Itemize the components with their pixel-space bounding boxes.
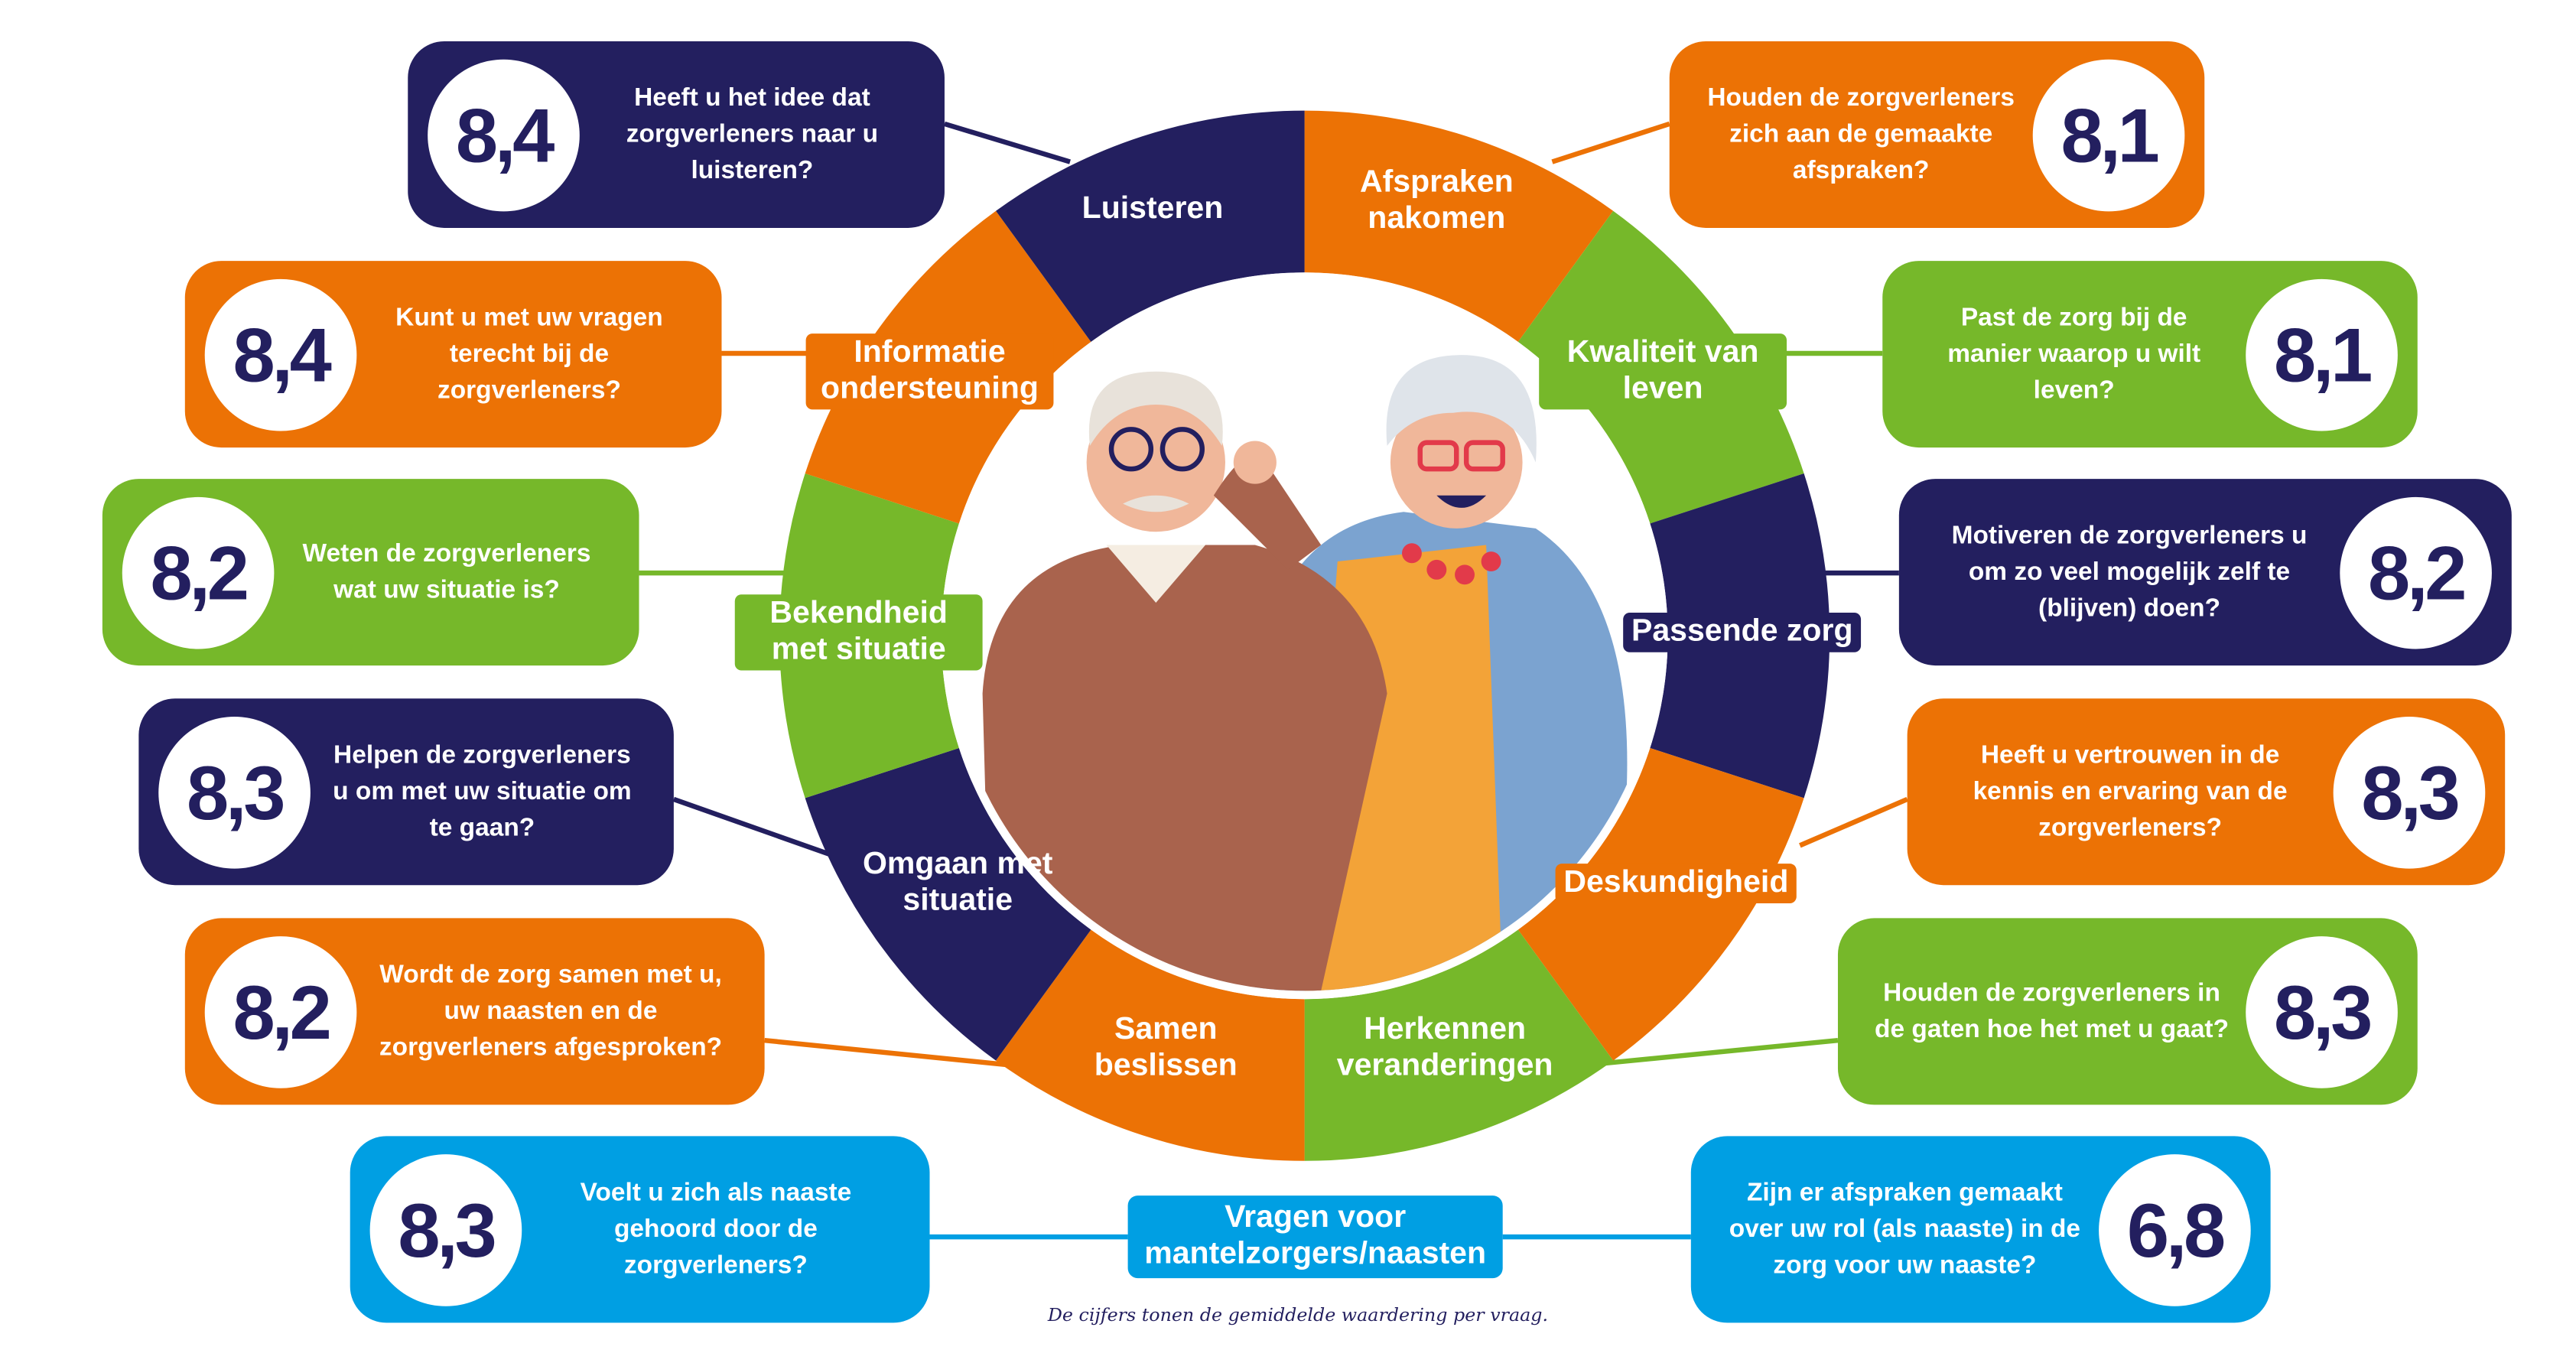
segment-label-text: Deskundigheid xyxy=(1563,865,1789,900)
segment-label: Samen beslissen xyxy=(1042,1010,1290,1086)
score-badge: 8,3 xyxy=(2333,715,2486,868)
score-badge: 8,3 xyxy=(369,1153,522,1306)
score-badge: 8,4 xyxy=(204,278,357,431)
question-text: Wordt de zorg samen met u, uw naasten en… xyxy=(379,960,723,1062)
segment-label: Passende zorg xyxy=(1623,612,1862,652)
segment-label-text: Passende zorg xyxy=(1631,614,1853,649)
question-card: 8,4 Heeft u het idee dat zorgverleners na… xyxy=(408,41,945,228)
question-text: Zijn er afspraken gemaakt over uw rol (a… xyxy=(1729,1178,2081,1280)
score-badge: 6,8 xyxy=(2099,1153,2251,1306)
connector-line xyxy=(672,796,844,861)
segment-label: Deskundigheid xyxy=(1555,864,1797,903)
elderly-couple-illustration xyxy=(982,355,1628,991)
ring-segment xyxy=(1304,929,1614,1161)
ring-segment xyxy=(1517,747,1804,1061)
segment-label-text: Kwaliteit van leven xyxy=(1566,335,1759,407)
segment-label-text: Bekendheid met situatie xyxy=(769,596,948,668)
segment-label-text: Informatie ondersteuning xyxy=(821,335,1039,407)
segment-label-text: Samen beslissen xyxy=(1094,1012,1238,1084)
score-badge: 8,2 xyxy=(122,496,275,649)
question-card: 8,3 Voelt u zich als naaste gehoord door … xyxy=(350,1136,930,1323)
connector-line xyxy=(1551,121,1670,164)
question-card: 8,3 Heeft u vertrouwen in de kennis en er… xyxy=(1907,698,2506,886)
score-badge: 8,1 xyxy=(2032,58,2185,211)
segment-label: Omgaan met situatie xyxy=(834,845,1081,921)
segment-label: Luisteren xyxy=(1074,190,1231,229)
segment-label: Informatie ondersteuning xyxy=(805,333,1054,410)
question-card: 8,2 Motiveren de zorgverleners u om zo ve… xyxy=(1898,479,2512,666)
connector-line xyxy=(944,121,1071,164)
question-text: Kunt u met uw vragen terecht bij de zorg… xyxy=(395,303,663,404)
question-text: Helpen de zorgverleners u om met uw situ… xyxy=(333,740,632,842)
ring-segment xyxy=(996,110,1305,342)
question-card: 8,4 Kunt u met uw vragen terecht bij de z… xyxy=(184,261,722,448)
question-text: Past de zorg bij de manier waarop u wilt… xyxy=(1947,303,2201,404)
connector-line xyxy=(1799,796,1908,848)
segment-label: Kwaliteit van leven xyxy=(1539,333,1787,410)
connector-line xyxy=(1585,1037,1839,1068)
segment-label-text: Luisteren xyxy=(1081,191,1224,226)
segment-label: Herkennen veranderingen xyxy=(1321,1010,1569,1086)
question-text: Motiveren de zorgverleners u om zo veel … xyxy=(1951,521,2308,622)
question-text: Houden de zorgverleners in de gaten hoe … xyxy=(1875,978,2230,1043)
question-text: Houden de zorgverleners zich aan de gema… xyxy=(1707,83,2015,184)
score-badge: 8,4 xyxy=(428,58,580,211)
segment-label-text: Herkennen veranderingen xyxy=(1336,1012,1553,1084)
connector-line xyxy=(764,1037,1011,1068)
segment-label: Bekendheid met situatie xyxy=(734,594,983,671)
score-badge: 8,2 xyxy=(2340,496,2492,649)
question-card: 8,2 Weten de zorgverleners wat uw situati… xyxy=(102,479,639,666)
score-badge: 8,2 xyxy=(204,935,357,1088)
caregivers-questions-label: Vragen voor mantelzorgers/naasten xyxy=(1127,1195,1503,1279)
score-badge: 8,1 xyxy=(2246,278,2398,431)
score-badge: 8,3 xyxy=(2246,935,2398,1088)
footnote: De cijfers tonen de gemiddelde waarderin… xyxy=(1047,1304,1549,1326)
score-badge: 8,3 xyxy=(158,715,311,868)
ring-segment xyxy=(1304,110,1614,342)
ring-segment xyxy=(805,747,1091,1061)
segment-label-text: Omgaan met situatie xyxy=(862,847,1053,919)
connector-lines xyxy=(639,121,1908,1240)
question-text: Heeft u het idee dat zorgverleners naar … xyxy=(626,83,879,184)
question-card: 8,1 Past de zorg bij de manier waarop u w… xyxy=(1882,261,2418,448)
ring-segment xyxy=(996,929,1305,1161)
question-text: Weten de zorgverleners wat uw situatie i… xyxy=(302,538,591,604)
question-text: Voelt u zich als naaste gehoord door de … xyxy=(580,1178,852,1280)
question-text: Heeft u vertrouwen in de kennis en ervar… xyxy=(1973,740,2288,842)
segment-label-text: Afspraken nakomen xyxy=(1360,164,1514,236)
segment-label: Afspraken nakomen xyxy=(1312,164,1560,239)
